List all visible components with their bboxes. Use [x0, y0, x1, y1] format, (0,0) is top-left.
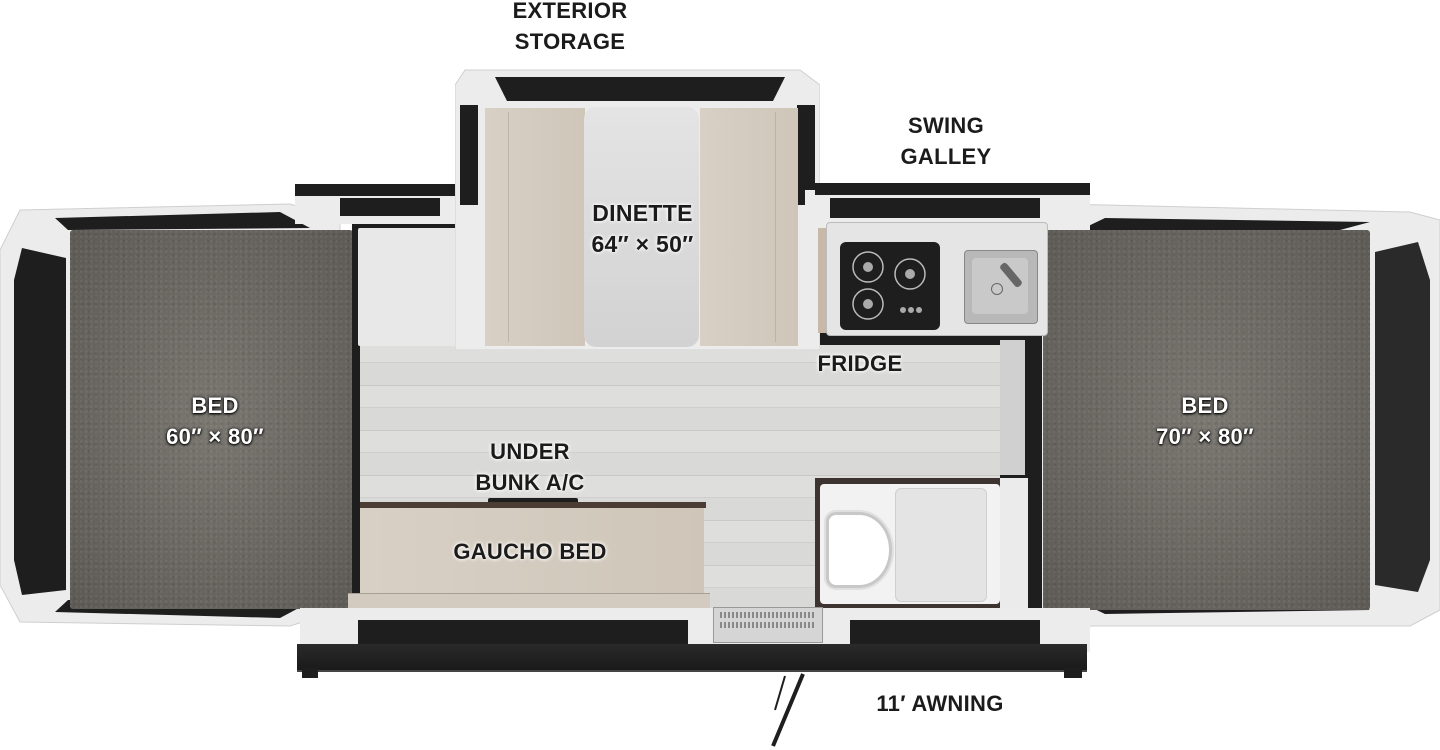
- gaucho-bed: [360, 508, 704, 594]
- dinette-size: 64″ × 50″: [591, 231, 694, 257]
- galley-top-trim: [815, 183, 1090, 195]
- dinette-bench-left: [485, 108, 585, 346]
- left-bed-size: 60″ × 80″: [166, 424, 264, 449]
- dinette-table: [584, 107, 699, 347]
- gaucho-back: [360, 502, 706, 508]
- right-bed-label: BED 70″ × 80″: [1130, 390, 1280, 452]
- toilet-icon: [826, 512, 892, 588]
- swing-galley-line2: GALLEY: [900, 144, 992, 169]
- exterior-storage-line2: STORAGE: [514, 29, 626, 54]
- bottom-window-right: [850, 620, 1040, 644]
- right-bed: [1043, 230, 1370, 610]
- stove-burner-icon: [852, 251, 926, 320]
- awning-bar[interactable]: [297, 644, 1087, 672]
- swing-galley-line1: SWING: [907, 113, 985, 138]
- under-bunk-ac-label: UNDER BUNK A/C: [455, 436, 605, 498]
- bench-seam-left: [508, 112, 509, 342]
- step-tread-1: [720, 612, 816, 618]
- shower-icon: [895, 488, 987, 602]
- exterior-storage-label: EXTERIOR STORAGE: [500, 0, 640, 57]
- galley-window: [830, 198, 1040, 218]
- cabinet: [358, 228, 473, 346]
- dinette-title: DINETTE: [592, 200, 693, 226]
- bathroom-side-panel: [1000, 478, 1028, 608]
- fridge-edge: [818, 228, 826, 333]
- left-top-window: [340, 198, 440, 216]
- entry-step-icon: [713, 607, 823, 643]
- exterior-storage-line1: EXTERIOR: [512, 0, 628, 23]
- step-tread-2: [720, 622, 816, 628]
- awning-label: 11′ AWNING: [876, 691, 1004, 716]
- dinette-label: DINETTE 64″ × 50″: [570, 198, 715, 260]
- stovetop: [840, 242, 940, 330]
- right-bed-title: BED: [1181, 393, 1229, 418]
- awning-end-left: [302, 668, 318, 678]
- right-bed-size: 70″ × 80″: [1156, 424, 1254, 449]
- gaucho-bed-label: GAUCHO BED: [453, 539, 607, 564]
- dinette-bench-right: [700, 108, 798, 346]
- door-icon[interactable]: [765, 670, 815, 750]
- left-bed-title: BED: [191, 393, 239, 418]
- awning-end-right: [1064, 668, 1082, 678]
- bottom-window-left: [358, 620, 688, 644]
- left-bed-label: BED 60″ × 80″: [140, 390, 290, 452]
- under-bunk-ac-line2: BUNK A/C: [475, 470, 585, 495]
- under-bunk-ac-line1: UNDER: [490, 439, 570, 464]
- sink-drain: [991, 283, 1003, 295]
- sink-icon: [964, 250, 1038, 324]
- fridge-label: FRIDGE: [817, 351, 903, 376]
- swing-galley-label: SWING GALLEY: [876, 110, 1016, 172]
- right-partition: [1000, 340, 1025, 475]
- bench-seam-right: [775, 112, 776, 342]
- left-bed: [70, 230, 353, 609]
- left-top-trim: [295, 184, 455, 196]
